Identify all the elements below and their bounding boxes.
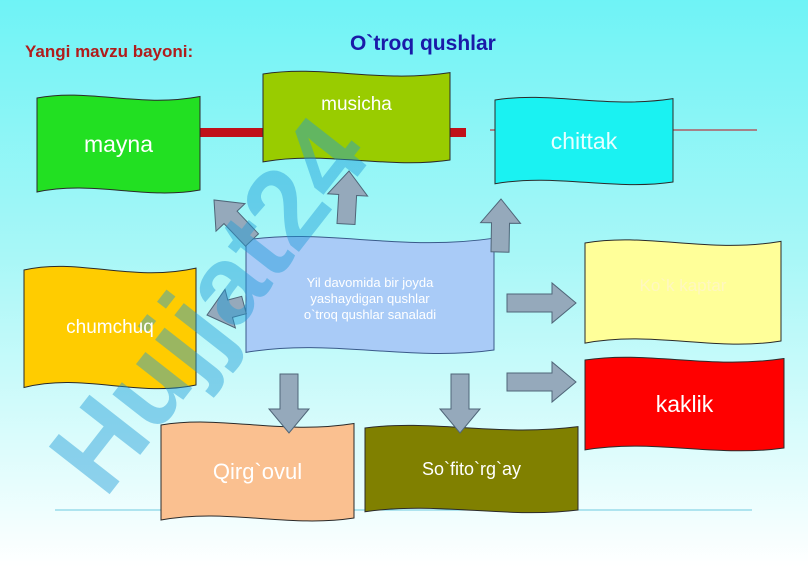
arrows xyxy=(206,170,577,434)
arrow-to-kokkaptar-icon xyxy=(506,281,577,325)
section-subtitle: Yangi mavzu bayoni: xyxy=(25,42,194,61)
flag-shape-sofitorgay xyxy=(364,424,579,514)
connector-mayna-musicha xyxy=(198,128,264,137)
bird-label-sofitorgay: So`fito`rg`ay xyxy=(421,458,522,479)
bird-label-kokkaptar: Ko`k kaptar xyxy=(639,276,727,296)
arrow-to-chittak-icon xyxy=(479,198,522,253)
flag-shape-musicha xyxy=(262,70,451,164)
bird-label-musicha: musicha xyxy=(321,94,392,116)
bird-label-kaklik: kaklik xyxy=(655,390,714,417)
flag-shape-mayna xyxy=(36,94,201,194)
connector-musicha-chittak xyxy=(448,128,466,137)
arrow-to-musicha-icon xyxy=(326,170,369,226)
bird-label-qirgovul: Qirg`ovul xyxy=(212,458,303,484)
arrow-to-sofitorgay-icon xyxy=(438,373,482,434)
bird-label-chittak: chittak xyxy=(550,127,618,154)
bird-label-mayna: mayna xyxy=(83,130,154,157)
bird-flags xyxy=(23,70,785,522)
arrow-to-kaklik-icon xyxy=(506,360,577,404)
arrow-to-chumchuq-icon xyxy=(206,288,247,329)
diagram-title: O`troq qushlar xyxy=(350,32,496,55)
flag-shape-chittak xyxy=(494,96,674,186)
arrow-to-qirgovul-icon xyxy=(267,373,311,434)
center-definition-flag xyxy=(245,236,495,354)
flag-shape-kaklik xyxy=(584,356,785,452)
flag-shape-kokkaptar xyxy=(584,239,782,345)
flag-shape-qirgovul xyxy=(160,421,355,522)
bird-label-chumchuq: chumchuq xyxy=(66,316,154,338)
arrow-to-mayna-icon xyxy=(213,199,260,247)
flag-shape-chumchuq xyxy=(23,265,197,390)
center-definition-text: Yil davomida bir joyda yashaydigan qushl… xyxy=(303,274,437,323)
